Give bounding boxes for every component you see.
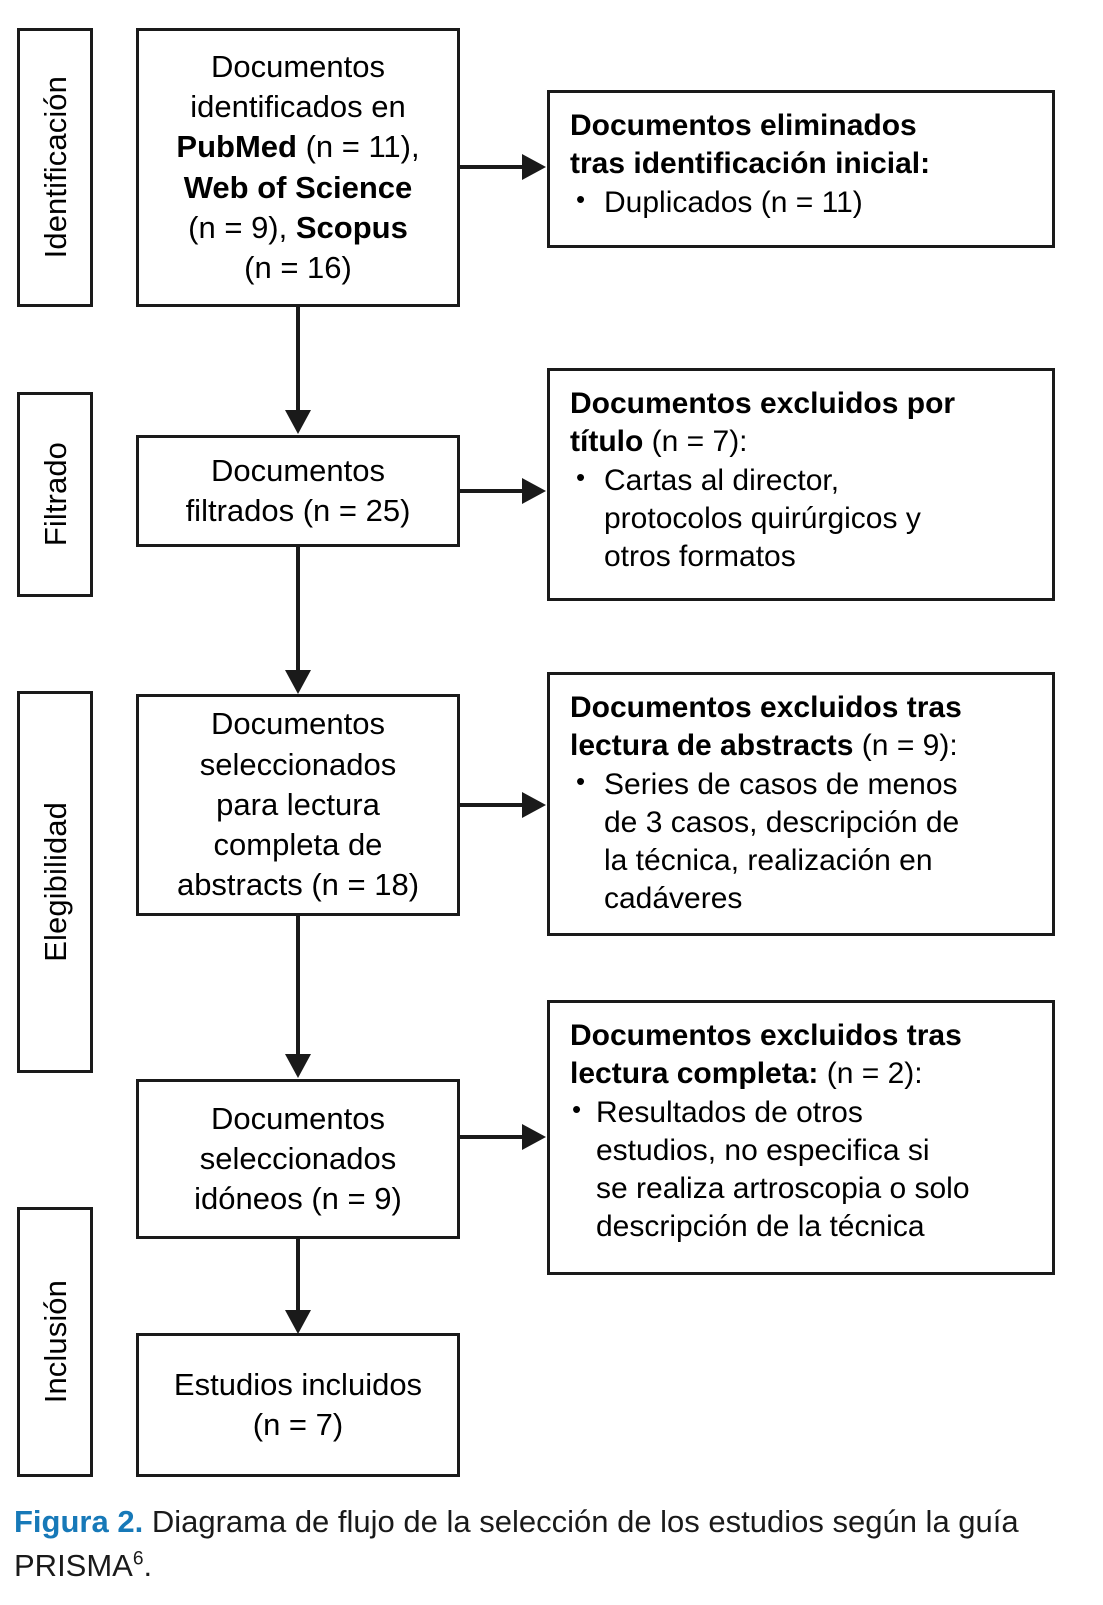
box1-scopus-count: (n = 16) — [244, 250, 352, 286]
exclusion-3-item-line3: la técnica, realización en — [604, 844, 933, 878]
figure-caption: Figura 2. Diagrama de flujo de la selecc… — [14, 1500, 1074, 1588]
stage-box-inclusion: Inclusión — [17, 1207, 93, 1477]
box3-line1: Documentos — [210, 706, 386, 742]
stage-label-filtrado: Filtrado — [37, 442, 73, 547]
flow-box-3-text: Documentos seleccionados para lectura co… — [177, 704, 419, 905]
box1-pubmed-label: PubMed — [176, 129, 297, 165]
flow-box-seleccionados-abstracts: Documentos seleccionados para lectura co… — [136, 694, 460, 916]
exclusion-4-item-line2: estudios, no especifica si — [596, 1134, 930, 1168]
box4-line3: idóneos (n = 9) — [194, 1181, 402, 1217]
arrowhead-box2-to-exclusion2 — [522, 478, 546, 504]
exclusion-3-title-count: (n = 9): — [853, 729, 958, 763]
exclusion-box-eliminados-identificacion: Documentos eliminados tras identificació… — [547, 90, 1055, 248]
flow-box-estudios-incluidos: Estudios incluidos (n = 7) — [136, 1333, 460, 1477]
exclusion-3-list: Series de casos de menos de 3 casos, des… — [570, 765, 1038, 918]
box2-line1: Documentos — [210, 452, 385, 488]
flow-box-documentos-identificados: Documentos identificados en PubMed (n = … — [136, 28, 460, 307]
stage-label-inclusion: Inclusión — [37, 1280, 73, 1404]
exclusion-4-title-count: (n = 2): — [818, 1057, 923, 1091]
exclusion-3-item-line4: cadáveres — [604, 882, 743, 916]
figure-label: Figura 2. — [14, 1504, 144, 1539]
exclusion-box-excluidos-titulo: Documentos excluidos por título (n = 7):… — [547, 368, 1055, 601]
arrowhead-box1-to-exclusion1 — [522, 154, 546, 180]
exclusion-4-item-resultados: Resultados de otros estudios, no especif… — [570, 1093, 1038, 1246]
flow-box-documentos-filtrados: Documentos filtrados (n = 25) — [136, 435, 460, 547]
box3-line3: para lectura — [216, 786, 380, 822]
stage-label-elegibilidad: Elegibilidad — [37, 802, 73, 962]
exclusion-4-title: Documentos excluidos tras lectura comple… — [570, 1017, 1038, 1093]
box3-line5: abstracts (n = 18) — [176, 867, 420, 903]
exclusion-2-title: Documentos excluidos por título (n = 7): — [570, 385, 1038, 461]
box1-scopus-label: Scopus — [295, 209, 408, 245]
connector-box3-to-box4 — [296, 916, 300, 1056]
exclusion-2-item-line3: otros formatos — [604, 540, 796, 574]
box3-line2: seleccionados — [199, 746, 397, 782]
exclusion-1-title-line2: tras identificación inicial: — [570, 147, 931, 181]
exclusion-3-item-line2: de 3 casos, descripción de — [604, 806, 960, 840]
box2-line2: filtrados (n = 25) — [185, 493, 411, 528]
stage-box-filtrado: Filtrado — [17, 392, 93, 597]
stage-box-identificacion: Identificación — [17, 28, 93, 307]
flow-box-1-text: Documentos identificados en PubMed (n = … — [176, 47, 419, 289]
connector-box4-to-exclusion4 — [460, 1135, 528, 1139]
flow-box-seleccionados-idoneos: Documentos seleccionados idóneos (n = 9) — [136, 1079, 460, 1239]
box1-line1: Documentos — [210, 48, 386, 84]
exclusion-3-item-series: Series de casos de menos de 3 casos, des… — [570, 765, 1038, 918]
exclusion-2-title-line1: Documentos excluidos por — [570, 387, 956, 420]
flow-box-5-text: Estudios incluidos (n = 7) — [174, 1365, 422, 1446]
connector-box1-to-exclusion1 — [460, 165, 528, 169]
box4-line1: Documentos — [210, 1100, 385, 1136]
connector-box3-to-exclusion3 — [460, 803, 528, 807]
exclusion-4-title-line2: lectura completa: — [570, 1057, 819, 1091]
arrowhead-box3-to-exclusion3 — [522, 792, 546, 818]
box1-wos-label: Web of Science — [183, 169, 413, 205]
connector-box2-to-box3 — [296, 547, 300, 671]
exclusion-1-list: Duplicados (n = 11) — [570, 183, 1038, 222]
exclusion-2-title-count: (n = 7): — [643, 425, 748, 459]
exclusion-2-item-line2: protocolos quirúrgicos y — [604, 502, 921, 536]
exclusion-1-title: Documentos eliminados tras identificació… — [570, 107, 1038, 183]
connector-box1-to-box2 — [296, 307, 300, 412]
arrowhead-box3-to-box4 — [285, 1054, 311, 1078]
exclusion-4-item-line3: se realiza artroscopia o solo — [596, 1172, 970, 1206]
exclusion-4-list: Resultados de otros estudios, no especif… — [570, 1093, 1038, 1246]
exclusion-2-item-line1: Cartas al director, — [604, 464, 840, 498]
arrowhead-box4-to-exclusion4 — [522, 1124, 546, 1150]
flow-box-2-text: Documentos filtrados (n = 25) — [186, 451, 411, 532]
flow-box-4-text: Documentos seleccionados idóneos (n = 9) — [194, 1099, 402, 1220]
figure-caption-reference: 6 — [132, 1548, 144, 1570]
exclusion-3-title-line2: lectura de abstracts — [570, 729, 854, 763]
exclusion-4-title-line1: Documentos excluidos tras — [570, 1019, 962, 1052]
exclusion-3-title: Documentos excluidos tras lectura de abs… — [570, 689, 1038, 765]
exclusion-3-title-line1: Documentos excluidos tras — [570, 691, 962, 724]
exclusion-box-excluidos-lectura-completa: Documentos excluidos tras lectura comple… — [547, 1000, 1055, 1275]
exclusion-2-title-line2: título — [570, 425, 644, 459]
box1-line2: identificados en — [190, 88, 406, 124]
box1-pubmed-count: (n = 11), — [296, 129, 420, 165]
exclusion-2-list: Cartas al director, protocolos quirúrgic… — [570, 461, 1038, 576]
box5-line2: (n = 7) — [252, 1407, 344, 1442]
box5-line1: Estudios incluidos — [173, 1366, 423, 1402]
box4-line2: seleccionados — [199, 1140, 397, 1176]
exclusion-3-item-line1: Series de casos de menos — [604, 768, 958, 802]
connector-box4-to-box5 — [296, 1239, 300, 1314]
exclusion-1-item-duplicados: Duplicados (n = 11) — [570, 183, 1038, 222]
figure-caption-text: Diagrama de flujo de la selección de los… — [14, 1504, 1019, 1584]
box1-wos-count: (n = 9), — [188, 209, 296, 245]
exclusion-2-item-formatos: Cartas al director, protocolos quirúrgic… — [570, 461, 1038, 576]
exclusion-4-item-line4: descripción de la técnica — [596, 1210, 925, 1244]
exclusion-box-excluidos-abstracts: Documentos excluidos tras lectura de abs… — [547, 672, 1055, 936]
stage-box-elegibilidad: Elegibilidad — [17, 691, 93, 1073]
arrowhead-box2-to-box3 — [285, 670, 311, 694]
arrowhead-box4-to-box5 — [285, 1310, 311, 1334]
connector-box2-to-exclusion2 — [460, 489, 528, 493]
figure-caption-period: . — [143, 1548, 153, 1584]
exclusion-4-item-line1: Resultados de otros — [596, 1096, 863, 1130]
exclusion-1-title-line1: Documentos eliminados — [570, 109, 917, 142]
stage-label-identificacion: Identificación — [37, 76, 73, 259]
arrowhead-box1-to-box2 — [285, 410, 311, 434]
box3-line4: completa de — [213, 827, 383, 863]
